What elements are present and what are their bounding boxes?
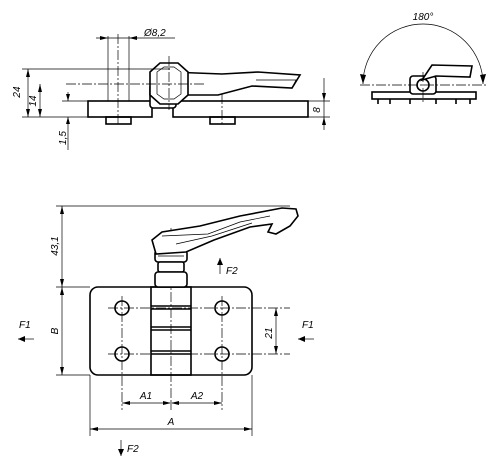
rotation-angle-label: 180°	[413, 12, 434, 23]
dim-43-arrow-top	[60, 206, 64, 214]
rotation-arrow-left	[360, 74, 366, 84]
dim-hole-label: Ø8,2	[143, 28, 166, 39]
dim-24-arrow-top	[26, 69, 30, 77]
dim-a1-arrow-left	[122, 401, 130, 405]
dim-a-label: A	[167, 417, 175, 428]
dim-8-label: 8	[312, 107, 323, 113]
side-view-base-left	[87, 100, 153, 118]
dim-a-arrow-left	[90, 427, 98, 431]
rotation-arrow-right	[480, 74, 486, 84]
side-view-lever-grip	[256, 79, 297, 89]
dim-a-arrow-right	[244, 427, 252, 431]
side-view: Ø8,2 24 14 1,5 8	[12, 28, 330, 150]
force-f2-bottom-head	[118, 449, 124, 456]
force-f1-right-label: F1	[302, 320, 314, 331]
dim-1-5-label: 1,5	[58, 131, 69, 145]
dim-14-arrow-top	[38, 84, 42, 92]
dim-a1-arrow-right	[163, 401, 171, 405]
force-f2-top-head	[217, 258, 223, 265]
dim-21-label: 21	[264, 327, 275, 339]
dim-hole-arrow-left	[100, 36, 108, 40]
side-view-screw-right	[209, 116, 236, 125]
rotation-arc	[362, 23, 484, 85]
dim-b-arrow-top	[60, 287, 64, 295]
dim-24-arrow-bottom	[26, 109, 30, 117]
dim-a2-arrow-right	[214, 401, 222, 405]
dim-14-arrow-bottom	[38, 109, 42, 117]
dim-b-arrow-bottom	[60, 367, 64, 375]
main-view-shaft-mid	[157, 261, 185, 273]
dim-24-label: 24	[12, 86, 23, 99]
dim-hole-arrow-right	[129, 36, 137, 40]
dim-21-arrow-top	[274, 308, 278, 316]
dim-43-label: 43,1	[50, 236, 61, 255]
dim-14-label: 14	[28, 95, 39, 107]
force-f1-right-head	[298, 336, 305, 342]
rotation-view-lever	[420, 64, 473, 82]
dim-21-arrow-bottom	[274, 346, 278, 354]
force-f1-left-label: F1	[19, 320, 31, 331]
force-f1-left-head	[18, 336, 25, 342]
dim-8-arrow-top	[322, 93, 326, 101]
force-f2-bottom-label: F2	[127, 444, 139, 455]
side-view-hex-nut	[149, 62, 189, 105]
main-view: 43,1 B 21 A1 A2 A F1 F1	[18, 205, 314, 456]
dim-a2-arrow-left	[171, 401, 179, 405]
side-view-hex-inner	[156, 66, 182, 100]
dim-1-5-arrow-bottom	[66, 117, 70, 124]
side-view-screw-left	[105, 116, 132, 125]
dim-8-arrow-bottom	[322, 117, 326, 125]
dim-43-arrow-bottom	[60, 279, 64, 287]
dim-a2-label: A2	[190, 391, 204, 402]
dim-b-label: B	[50, 327, 61, 334]
side-view-lever	[169, 71, 302, 96]
main-view-lever	[151, 207, 299, 255]
dim-1-5-arrow-top	[66, 94, 70, 101]
main-view-lever-highlight-2	[175, 222, 253, 245]
side-view-base-right	[172, 100, 309, 118]
main-view-lever-highlight	[161, 215, 271, 237]
force-f2-top-label: F2	[226, 266, 238, 277]
main-view-shaft-bottom	[154, 271, 188, 288]
dim-a1-label: A1	[139, 391, 152, 402]
rotation-view: 180°	[360, 12, 486, 104]
